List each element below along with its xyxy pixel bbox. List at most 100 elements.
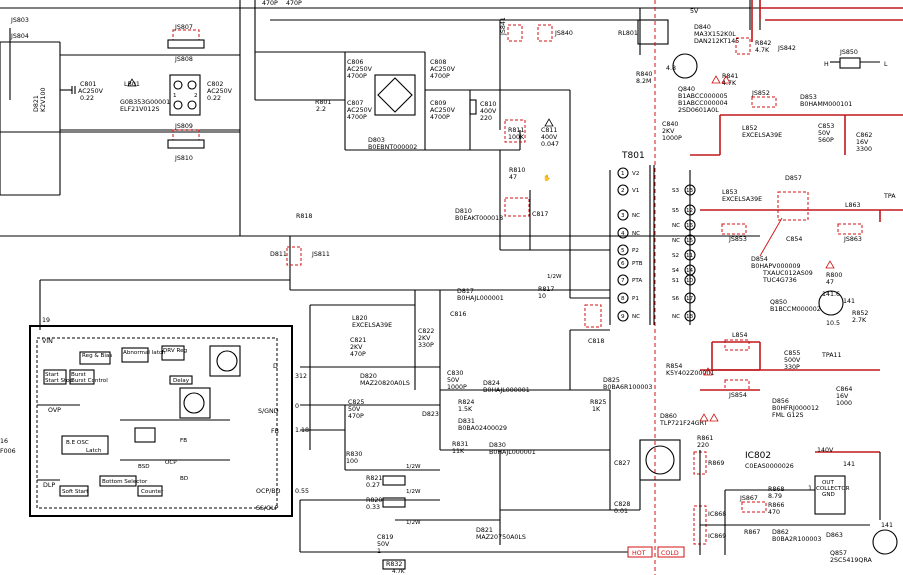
svg-text:R841: R841 bbox=[722, 73, 738, 80]
jumper-label: JS803 bbox=[10, 17, 29, 24]
transformer-pin-label: V2 bbox=[632, 171, 639, 177]
transformer-pin-label: S5 bbox=[672, 208, 680, 214]
transformer-pin-label: NC bbox=[632, 314, 640, 320]
svg-text:D: D bbox=[273, 363, 278, 370]
zone-tags: HOT COLD bbox=[627, 546, 685, 558]
svg-text:5V: 5V bbox=[690, 8, 699, 15]
transformer-pin-number: 12 bbox=[686, 208, 693, 214]
transformer-pin bbox=[617, 292, 629, 304]
svg-text:MAZ20820A0LS: MAZ20820A0LS bbox=[360, 380, 410, 387]
svg-text:1: 1 bbox=[808, 485, 812, 492]
transformer-pin bbox=[617, 167, 629, 179]
svg-text:D853: D853 bbox=[800, 94, 817, 101]
svg-text:B0HAJL000001: B0HAJL000001 bbox=[489, 449, 536, 456]
svg-text:4.7K: 4.7K bbox=[722, 80, 737, 87]
svg-text:L863: L863 bbox=[845, 202, 861, 209]
svg-text:L854: L854 bbox=[732, 332, 748, 339]
svg-text:C802: C802 bbox=[207, 81, 223, 88]
svg-text:19: 19 bbox=[42, 317, 50, 324]
svg-text:C810: C810 bbox=[480, 101, 496, 108]
svg-text:2SD0601A0L: 2SD0601A0L bbox=[678, 107, 719, 114]
transformer-pin-number: 13 bbox=[686, 188, 694, 194]
svg-text:400V: 400V bbox=[480, 108, 497, 115]
svg-text:4700P: 4700P bbox=[430, 114, 450, 121]
svg-text:Latch: Latch bbox=[86, 448, 102, 454]
svg-text:L820: L820 bbox=[352, 315, 368, 322]
svg-text:2KV: 2KV bbox=[662, 128, 675, 135]
svg-text:0: 0 bbox=[295, 403, 299, 410]
transformer-pin bbox=[617, 274, 629, 286]
svg-text:C853: C853 bbox=[818, 123, 834, 130]
svg-text:FB: FB bbox=[180, 438, 187, 444]
svg-text:1: 1 bbox=[377, 548, 381, 555]
svg-text:D821: D821 bbox=[476, 527, 493, 534]
svg-text:10: 10 bbox=[538, 293, 546, 300]
svg-text:D803: D803 bbox=[368, 137, 385, 144]
svg-text:TXAUC012AS09: TXAUC012AS09 bbox=[762, 270, 813, 277]
svg-text:K5Y402Z00001: K5Y402Z00001 bbox=[666, 370, 714, 377]
transformer-pin-label: NC bbox=[632, 231, 640, 237]
svg-text:1000P: 1000P bbox=[447, 384, 467, 391]
svg-text:4700P: 4700P bbox=[430, 73, 450, 80]
transformer-pin-label: NC bbox=[672, 314, 680, 320]
svg-text:330P: 330P bbox=[784, 364, 800, 371]
warning-badges bbox=[544, 75, 731, 422]
svg-text:1000: 1000 bbox=[836, 400, 852, 407]
svg-text:8.79: 8.79 bbox=[768, 493, 782, 500]
svg-text:0.33: 0.33 bbox=[366, 504, 380, 511]
transformer-pin-label: S1 bbox=[672, 278, 680, 284]
svg-text:B0BA2R100003: B0BA2R100003 bbox=[772, 536, 821, 543]
svg-text:C854: C854 bbox=[786, 236, 802, 243]
transformer-pin bbox=[684, 310, 696, 322]
svg-text:L853: L853 bbox=[722, 189, 738, 196]
svg-text:R801: R801 bbox=[315, 99, 331, 106]
svg-text:R811: R811 bbox=[508, 127, 524, 134]
svg-text:4700P: 4700P bbox=[347, 114, 367, 121]
transformer-pin bbox=[617, 227, 629, 239]
svg-text:FB: FB bbox=[271, 428, 279, 435]
svg-text:C855: C855 bbox=[784, 350, 800, 357]
svg-text:D863: D863 bbox=[826, 532, 843, 539]
warning-icon bbox=[721, 75, 731, 84]
svg-text:R861: R861 bbox=[697, 435, 713, 442]
svg-text:2: 2 bbox=[194, 93, 198, 99]
transformer-pin-number: 2 bbox=[621, 188, 625, 194]
svg-text:DAN212KT145: DAN212KT145 bbox=[694, 38, 739, 45]
svg-text:IC869: IC869 bbox=[708, 533, 726, 540]
transformer-pin-number: 7 bbox=[621, 278, 625, 284]
jumper-label: JS804 bbox=[10, 33, 29, 40]
transformer-pin-number: 9 bbox=[621, 314, 625, 320]
svg-text:R866: R866 bbox=[768, 502, 784, 509]
transformer-pin-label: S3 bbox=[672, 188, 680, 194]
warning-icon bbox=[709, 413, 719, 422]
border-label: 470P bbox=[262, 0, 278, 7]
svg-text:D840: D840 bbox=[694, 24, 711, 31]
svg-text:B.E OSC: B.E OSC bbox=[66, 440, 89, 446]
svg-text:C819: C819 bbox=[377, 534, 393, 541]
svg-text:TPA: TPA bbox=[883, 193, 896, 200]
svg-text:0.22: 0.22 bbox=[207, 95, 221, 102]
svg-text:D825: D825 bbox=[603, 377, 620, 384]
hand-icon: ✋ bbox=[543, 174, 551, 182]
relay-standby: RL801 JS841 JS840 5V D840 MA3X152K0L DAN… bbox=[500, 0, 796, 142]
transformer-pin-label: PTB bbox=[632, 261, 643, 267]
svg-text:312: 312 bbox=[295, 373, 307, 380]
transformer-pin-number: 15 bbox=[686, 238, 694, 244]
svg-text:B0EAKT000018: B0EAKT000018 bbox=[455, 215, 503, 222]
svg-text:50V: 50V bbox=[377, 541, 390, 548]
transformer-pin bbox=[617, 257, 629, 269]
svg-text:100K: 100K bbox=[508, 134, 525, 141]
svg-text:4700P: 4700P bbox=[347, 73, 367, 80]
svg-text:DRV Reg: DRV Reg bbox=[163, 348, 188, 354]
svg-text:C809: C809 bbox=[430, 100, 446, 107]
svg-text:D811: D811 bbox=[270, 251, 287, 258]
transformer-pin-number: 17 bbox=[686, 296, 694, 302]
svg-text:Q857: Q857 bbox=[830, 550, 847, 557]
border-labels: 470P 470P 16 F006 JS803 JS804 bbox=[0, 0, 302, 455]
svg-text:JS863: JS863 bbox=[843, 236, 862, 243]
svg-text:JS841: JS841 bbox=[500, 17, 507, 36]
transformer-pin bbox=[684, 292, 696, 304]
svg-text:Abnormal latch: Abnormal latch bbox=[123, 350, 166, 356]
svg-text:C811: C811 bbox=[541, 127, 557, 134]
svg-text:220: 220 bbox=[480, 115, 492, 122]
